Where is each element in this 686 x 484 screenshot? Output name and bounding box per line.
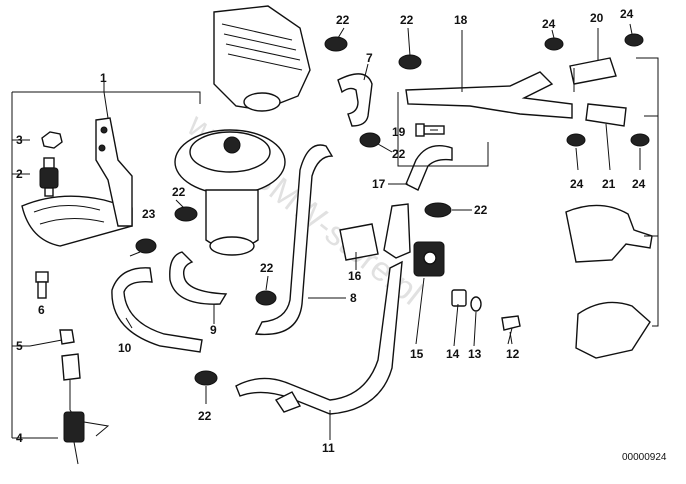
callout-15: 15 — [410, 347, 424, 361]
callout-22-f: 22 — [260, 261, 274, 275]
check-valve-upper — [565, 204, 653, 263]
hose-20 — [569, 57, 617, 85]
reference-number: 00000924 — [622, 452, 667, 463]
callout-20: 20 — [590, 11, 604, 25]
callout-4: 4 — [16, 431, 23, 445]
rubber-mount — [39, 157, 59, 197]
callout-17: 17 — [372, 177, 386, 191]
secondary-air-pump — [174, 129, 286, 256]
group-bracket-line — [11, 91, 201, 439]
callout-2: 2 — [16, 167, 23, 181]
callout-9: 9 — [210, 323, 217, 337]
screw-12 — [501, 315, 521, 345]
pipe-18 — [405, 71, 573, 119]
right-bracket-line — [636, 57, 659, 327]
callout-16: 16 — [348, 269, 362, 283]
check-valve-lower — [575, 301, 651, 359]
leader-lines — [29, 23, 641, 440]
callout-22-d: 22 — [474, 203, 488, 217]
hex-bolt — [35, 271, 49, 299]
callout-24-a: 24 — [542, 17, 556, 31]
callout-10: 10 — [118, 341, 132, 355]
valve-15 — [413, 241, 445, 277]
callout-24-c: 24 — [570, 177, 584, 191]
valve-16 — [339, 203, 411, 261]
callout-22-e: 22 — [172, 185, 186, 199]
callout-24-b: 24 — [620, 7, 634, 21]
callout-18: 18 — [454, 13, 468, 27]
callout-7: 7 — [366, 51, 373, 65]
hose-10 — [111, 267, 203, 353]
hose-8 — [254, 144, 334, 336]
group-18-line — [397, 68, 575, 167]
hose-17 — [405, 145, 453, 191]
air-filter-housing — [213, 5, 311, 112]
callout-3: 3 — [16, 133, 23, 147]
callout-6: 6 — [38, 303, 45, 317]
hose-9 — [169, 251, 228, 305]
pressure-sensor — [61, 353, 110, 465]
pipe-11 — [235, 260, 403, 415]
hex-nut — [41, 131, 63, 149]
cable-clip — [59, 329, 75, 345]
callout-21: 21 — [602, 177, 616, 191]
callout-22-g: 22 — [198, 409, 212, 423]
callout-22-c: 22 — [392, 147, 406, 161]
callout-8: 8 — [350, 291, 357, 305]
hose-21 — [585, 103, 627, 127]
washer-13 — [470, 296, 482, 312]
leader-line — [103, 82, 109, 119]
callout-22-a: 22 — [336, 13, 350, 27]
mounting-bracket — [21, 117, 133, 247]
callout-5: 5 — [16, 339, 23, 353]
hose-clamp — [135, 33, 650, 386]
callout-22-b: 22 — [400, 13, 414, 27]
callout-24-d: 24 — [632, 177, 646, 191]
callout-23: 23 — [142, 207, 156, 221]
callout-1: 1 — [100, 71, 107, 85]
callout-13: 13 — [468, 347, 482, 361]
callout-14: 14 — [446, 347, 460, 361]
plug-14 — [451, 289, 467, 307]
hose-7 — [337, 73, 373, 127]
callout-19: 19 — [392, 125, 406, 139]
callout-12: 12 — [506, 347, 520, 361]
callout-11: 11 — [322, 441, 335, 455]
